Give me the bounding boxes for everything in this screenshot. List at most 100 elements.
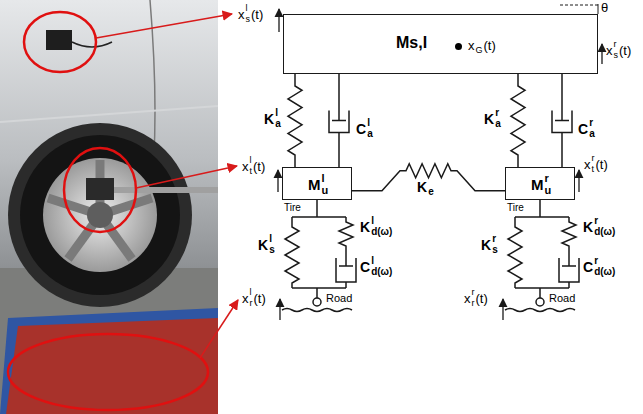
subscript: a <box>495 119 501 129</box>
subscript: r <box>250 299 253 308</box>
subscript: a <box>275 119 281 129</box>
road-contact <box>313 298 321 306</box>
spokes <box>48 160 152 259</box>
subscript: e <box>428 187 434 197</box>
symbol: K <box>484 112 494 126</box>
argument: (t) <box>484 39 496 52</box>
argument: (t) <box>253 160 265 173</box>
subscript: u <box>544 185 551 196</box>
displacement-arrow <box>279 299 280 320</box>
reference-line <box>560 5 598 6</box>
superscript: l <box>269 234 272 244</box>
wheel-sensor <box>86 178 114 200</box>
hub <box>87 202 113 228</box>
superscript: l <box>275 108 278 118</box>
subscript: u <box>321 185 328 196</box>
displacement-arrow <box>277 170 278 192</box>
highlight-circle <box>24 12 96 72</box>
symbol: K <box>264 112 274 126</box>
symbol: M <box>531 177 544 192</box>
subscript: d(ω) <box>371 227 392 237</box>
rim <box>43 158 157 272</box>
displacement-arrow <box>578 170 579 192</box>
symbol: C <box>356 122 366 136</box>
mass-label: Ms,I <box>396 35 427 51</box>
subscript: t <box>592 165 595 174</box>
pitch-angle-mark <box>560 4 598 14</box>
superscript: l <box>250 156 252 165</box>
subscript: t <box>250 167 253 176</box>
symbol: x <box>606 44 613 57</box>
spring-symbol <box>285 217 299 288</box>
superscript: l <box>371 216 374 226</box>
subscript: s <box>614 51 619 60</box>
unsprung-mass-box: Mul <box>282 167 352 200</box>
subscript: d(ω) <box>594 267 615 277</box>
subscript: a <box>367 129 373 139</box>
superscript: r <box>495 108 499 118</box>
damper-symbol <box>336 252 356 288</box>
symbol: M <box>308 177 321 192</box>
leader-arrows <box>96 14 238 358</box>
subscript: a <box>589 129 595 139</box>
superscript: l <box>367 118 370 128</box>
tire-label: Tire <box>284 203 301 213</box>
argument: (t) <box>476 292 488 305</box>
spring-damper <box>511 74 572 167</box>
superscript: r <box>492 234 496 244</box>
symbol: x <box>238 8 245 21</box>
symbol: x <box>468 39 475 52</box>
tire-model-left <box>282 200 356 312</box>
spring-symbol <box>508 217 522 288</box>
sensor-rod <box>110 187 218 193</box>
subscript: d(ω) <box>594 227 615 237</box>
plate-frame <box>0 308 218 414</box>
symbol: x <box>242 292 249 305</box>
body-sensor <box>46 30 72 50</box>
superscript: r <box>544 173 548 184</box>
symbol: C <box>360 260 370 274</box>
superscript: l <box>321 173 324 184</box>
photo-ground <box>0 0 218 414</box>
leader-arrow <box>136 166 237 188</box>
road-label: Road <box>326 293 352 304</box>
displacement-arrow <box>502 299 503 320</box>
highlight-circle <box>8 334 208 410</box>
superscript: l <box>371 256 374 266</box>
superscript: l <box>250 288 252 297</box>
car-photo <box>0 0 218 414</box>
center-of-gravity-dot <box>455 43 462 50</box>
subscript: s <box>246 15 251 24</box>
subscript: s <box>269 245 275 255</box>
superscript: r <box>592 154 595 163</box>
angle-label: θ <box>601 1 608 14</box>
symbol: x <box>584 158 591 171</box>
tire <box>20 135 180 295</box>
damper-symbol <box>559 252 579 288</box>
subscript: G <box>476 46 483 55</box>
symbol: K <box>360 220 370 234</box>
displacement-arrow <box>601 44 602 64</box>
symbol: K <box>258 238 268 252</box>
symbol: K <box>583 220 593 234</box>
superscript: r <box>589 118 593 128</box>
angle-tick <box>598 4 599 14</box>
symbol: K <box>481 238 491 252</box>
road-label: Road <box>549 293 575 304</box>
sensor-cable <box>72 42 112 47</box>
symbol: K <box>417 180 427 194</box>
superscript: r <box>614 40 617 49</box>
symbol: C <box>583 260 593 274</box>
symbol: x <box>242 160 249 173</box>
wheel-arch <box>8 123 192 307</box>
argument: (t) <box>254 292 266 305</box>
displacement-arrow <box>278 9 279 32</box>
tire-model-right <box>505 200 579 312</box>
road-contact <box>536 298 544 306</box>
body-crease <box>0 106 218 122</box>
leader-arrow <box>96 14 232 38</box>
leader-arrow <box>200 300 238 358</box>
superscript: r <box>594 256 598 266</box>
symbol: x <box>464 292 471 305</box>
